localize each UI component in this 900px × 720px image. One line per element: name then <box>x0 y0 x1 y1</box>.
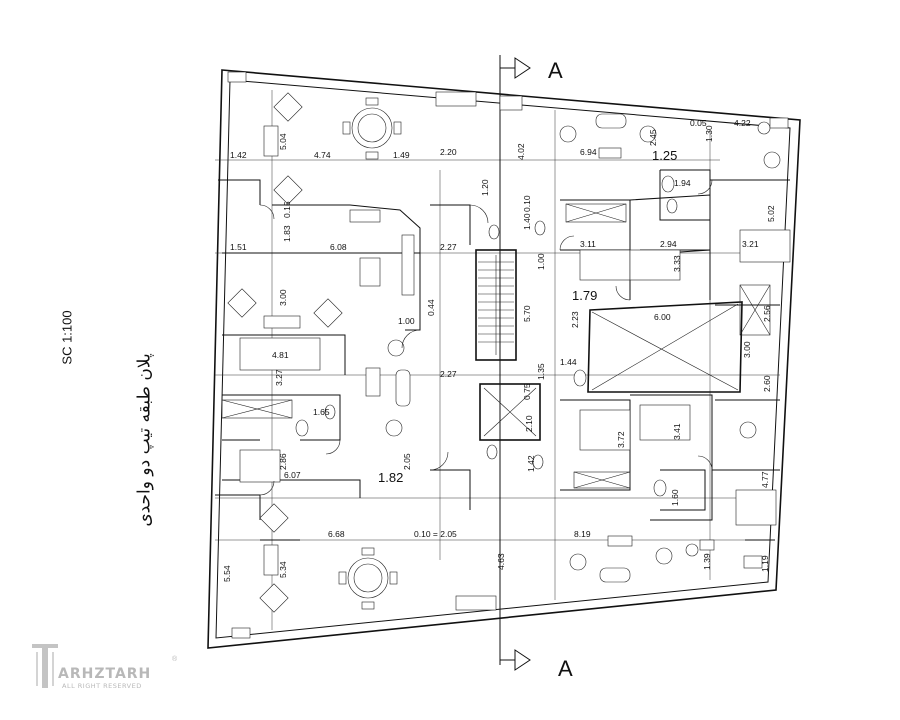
inner-wall <box>215 79 791 639</box>
dim-label: 3.41 <box>672 423 682 440</box>
dim-label: 1.94 <box>674 178 691 188</box>
dim-label: 3.21 <box>742 239 759 249</box>
drawing-title: پلان طبقه تیپ دو واحدی <box>134 353 155 527</box>
dim-label: 1.00 <box>398 316 415 326</box>
central-void <box>587 301 743 393</box>
logo-subtitle: ALL RIGHT RESERVED <box>62 682 142 690</box>
dim-label: 2.05 <box>402 453 412 470</box>
dim-label: 2.56 <box>762 305 772 322</box>
dim-label: 4.02 <box>516 143 526 160</box>
dim-label: 8.19 <box>574 529 591 539</box>
logo-name: ARHZTARH <box>58 666 152 682</box>
dim-label: 4.22 <box>734 118 751 128</box>
dim-label: 0.15 <box>282 201 292 218</box>
dim-label: 4.77 <box>760 471 770 488</box>
balcony-boxes <box>227 71 789 639</box>
dim-label: 2.20 <box>440 147 457 157</box>
dim-label: 1.40 <box>522 213 532 230</box>
dim-label: 1.20 <box>480 179 490 196</box>
dim-label: 5.70 <box>522 305 532 322</box>
coffee-table <box>365 367 381 397</box>
dim-label: 6.07 <box>284 470 301 480</box>
dim-label: 2.45 <box>648 129 658 146</box>
dim-label: 3.11 <box>580 239 596 249</box>
dining-table-inner <box>353 563 383 593</box>
stair-core <box>475 249 517 361</box>
outer-wall <box>207 69 801 649</box>
dim-label: 1.51 <box>230 242 247 252</box>
dim-label: 3.00 <box>742 341 752 358</box>
dim-label: 6.94 <box>580 147 597 157</box>
dim-label: 1.39 <box>702 553 712 570</box>
dim-label: 0.44 <box>426 299 436 316</box>
dim-label: 4.74 <box>314 150 331 160</box>
elevator-cross <box>483 387 537 437</box>
dim-label: 0.75 <box>522 383 532 400</box>
logo-registered: ® <box>172 656 178 663</box>
dim-label: 2.10 <box>524 415 534 432</box>
dim-label: 3.27 <box>274 369 284 386</box>
dim-label: 2.60 <box>762 375 772 392</box>
section-label-top: A <box>548 58 563 83</box>
kitchen-counter <box>349 91 523 611</box>
dim-label: 5.04 <box>278 133 288 150</box>
dim-label: 4.63 <box>496 553 506 570</box>
armchairs <box>227 92 343 613</box>
logo-icon <box>32 644 58 688</box>
dim-label: 3.00 <box>278 289 288 306</box>
dim-label: 1.30 <box>704 125 714 142</box>
partitions <box>215 169 790 541</box>
elevator-shaft <box>479 383 541 441</box>
dim-label: 5.02 <box>766 205 776 222</box>
section-arrow-head <box>514 649 531 671</box>
dim-label: 2.23 <box>570 311 580 328</box>
dim-label: 1.44 <box>560 357 577 367</box>
dim-label: 1.42 <box>526 455 536 472</box>
dim-label: 2.27 <box>440 242 457 252</box>
coffee-table <box>607 535 633 547</box>
dim-label: 1.00 <box>536 253 546 270</box>
sofas <box>263 113 631 583</box>
section-arrow-head <box>514 57 531 79</box>
dim-label: 6.08 <box>330 242 347 252</box>
dining-table-inner <box>357 113 387 143</box>
dim-label: 0.10 <box>522 195 532 212</box>
dim-label: 1.42 <box>230 150 247 160</box>
round-chairs <box>385 121 781 571</box>
dim-label: 3.72 <box>616 431 626 448</box>
dim-label: 1.60 <box>670 489 680 506</box>
dim-label: 6.00 <box>654 312 671 322</box>
dim-label: 1.79 <box>572 288 597 303</box>
dim-label: 1.25 <box>652 148 677 163</box>
dim-label: 2.27 <box>440 369 457 379</box>
dim-label: 6.68 <box>328 529 345 539</box>
dim-label: 1.19 <box>760 555 770 572</box>
dim-label: 1.83 <box>282 225 292 242</box>
dim-label: 1.49 <box>393 150 410 160</box>
dim-label: 0.05 <box>690 118 707 128</box>
door-swings <box>259 179 713 496</box>
dim-label: 5.34 <box>278 561 288 578</box>
dim-label: 1.82 <box>378 470 403 485</box>
drawing-scale: SC 1:100 <box>59 310 75 365</box>
dim-label: 1.35 <box>536 363 546 380</box>
stair-treads <box>478 255 514 355</box>
dim-label: 5.54 <box>222 565 232 582</box>
dim-label: 3.33 <box>672 255 682 272</box>
section-label-bottom: A <box>558 656 573 681</box>
void-cross <box>591 303 739 391</box>
wardrobes <box>221 203 771 489</box>
dining-chairs <box>338 97 402 610</box>
dim-label: 4.81 <box>272 350 289 360</box>
dim-label: 0.10 = 2.05 <box>414 529 457 539</box>
dim-label: 2.94 <box>660 239 677 249</box>
beds <box>239 229 791 526</box>
void-cross <box>591 311 739 391</box>
bath-fixtures <box>295 175 678 497</box>
coffee-table <box>598 147 622 159</box>
dim-label: 2.86 <box>278 453 288 470</box>
dim-label: 1.65 <box>313 407 330 417</box>
